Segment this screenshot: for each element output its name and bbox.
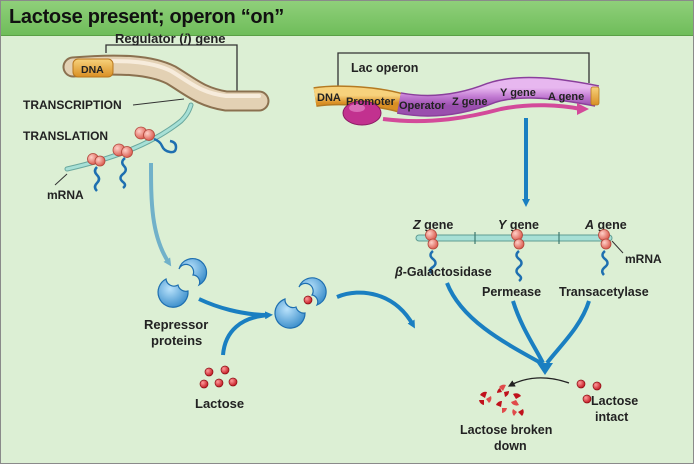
repressor-label-line2: proteins <box>151 333 202 348</box>
lactose-group-left: Lactose <box>195 365 244 411</box>
repressor-protein <box>157 278 189 308</box>
transcription-pointer <box>132 98 185 106</box>
mrna-pointer-left <box>54 173 68 186</box>
lactose-intact-group: Lactose intact <box>576 379 638 424</box>
operon-mrna-arrowhead <box>577 103 589 115</box>
transcription-label: TRANSCRIPTION <box>23 98 122 112</box>
products-group: Z gene Y gene A gene mRNA <box>394 218 662 453</box>
operon-mrna-arrow <box>382 103 582 124</box>
arrow-repressor-to-complex <box>198 297 270 317</box>
ribosome <box>134 126 178 154</box>
dna-end-tag <box>72 58 114 78</box>
lactose-fragment <box>496 400 507 413</box>
bound-lactose <box>303 295 313 305</box>
lactose-broken-group: Lactose broken down <box>460 384 552 453</box>
operon-bracket <box>337 52 590 90</box>
arrow-permease <box>511 300 545 364</box>
lactose-molecule <box>199 379 209 389</box>
breakdown-reaction-arrow <box>507 377 570 387</box>
z-gene-product-label: Z gene <box>412 218 453 232</box>
repressor-protein <box>178 257 208 287</box>
y-gene-label: Y gene <box>500 87 536 99</box>
ribosome <box>425 229 439 274</box>
repressor-label-line1: Repressor <box>144 317 208 332</box>
operon-dna-promoter <box>313 86 404 112</box>
ribosome <box>511 229 525 282</box>
lactose-molecule <box>214 378 224 388</box>
repressor-protein <box>298 277 327 307</box>
lactose-intact-label-line1: Lactose <box>591 394 638 408</box>
lactose-molecule <box>576 379 586 389</box>
inactive-repressor-group <box>274 277 327 329</box>
ribosome <box>87 153 106 192</box>
arrow-complex-away <box>336 290 415 329</box>
operon-dna-end <box>590 86 600 106</box>
ribosome <box>598 229 612 276</box>
a-gene-product-label: A gene <box>584 218 627 232</box>
dna-label-left: DNA <box>81 64 104 76</box>
regulator-bracket <box>105 44 238 97</box>
dna-label-right: DNA <box>317 92 341 104</box>
lactose-fragment <box>479 391 492 405</box>
mrna-label-left: mRNA <box>47 188 84 202</box>
ribosome <box>112 143 133 189</box>
lactose-molecule <box>592 381 602 391</box>
mrna-label-right: mRNA <box>625 252 662 266</box>
promoter-label: Promoter <box>346 96 396 108</box>
operon-genes <box>397 78 599 116</box>
transacetylase-label: Transacetylase <box>559 285 649 299</box>
lactose-molecule <box>228 377 238 387</box>
permease-label: Permease <box>482 285 541 299</box>
translation-label: TRANSLATION <box>23 129 108 143</box>
repressor-proteins-group: Repressor proteins <box>144 257 208 348</box>
regulator-gene-label: Regulator (i) gene <box>115 31 226 46</box>
lactose-broken-label-line1: Lactose broken <box>460 423 552 437</box>
lactose-molecule <box>582 394 592 404</box>
lactose-fragment <box>511 393 521 406</box>
lactose-intact-label-line2: intact <box>595 410 629 424</box>
lactose-fragment <box>497 384 510 397</box>
mrna-pointer-right <box>611 240 624 254</box>
arrow-products-head <box>537 363 553 375</box>
lactose-molecule <box>204 367 214 377</box>
operon-title: Lac operon <box>351 61 418 75</box>
operator-label: Operator <box>399 100 446 112</box>
lactose-molecule <box>220 365 230 375</box>
lactose-label-left: Lactose <box>195 396 244 411</box>
arrow-lactose-to-complex <box>221 311 273 356</box>
z-gene-label: Z gene <box>452 96 487 108</box>
lactose-broken-label-line2: down <box>494 439 527 453</box>
arrow-transacetylase <box>545 300 591 365</box>
lac-operon-group: Lac operon DNA Promoter Operator Z gene … <box>313 52 600 207</box>
arrow-to-repressor <box>149 162 172 267</box>
regulator-gene-group: Regulator (i) gene DNA TRANSCRIPTION TRA… <box>23 31 270 267</box>
header-bar: Lactose present; operon “on” <box>1 1 693 36</box>
figure-title: Lactose present; operon “on” <box>9 6 284 28</box>
repressor-protein <box>274 298 306 329</box>
beta-galactosidase-label: β-Galactosidase <box>394 265 492 279</box>
a-gene-label: A gene <box>548 91 584 103</box>
arrow-galactosidase <box>445 282 542 365</box>
y-gene-product-label: Y gene <box>498 218 539 232</box>
lactose-fragment <box>512 409 524 416</box>
